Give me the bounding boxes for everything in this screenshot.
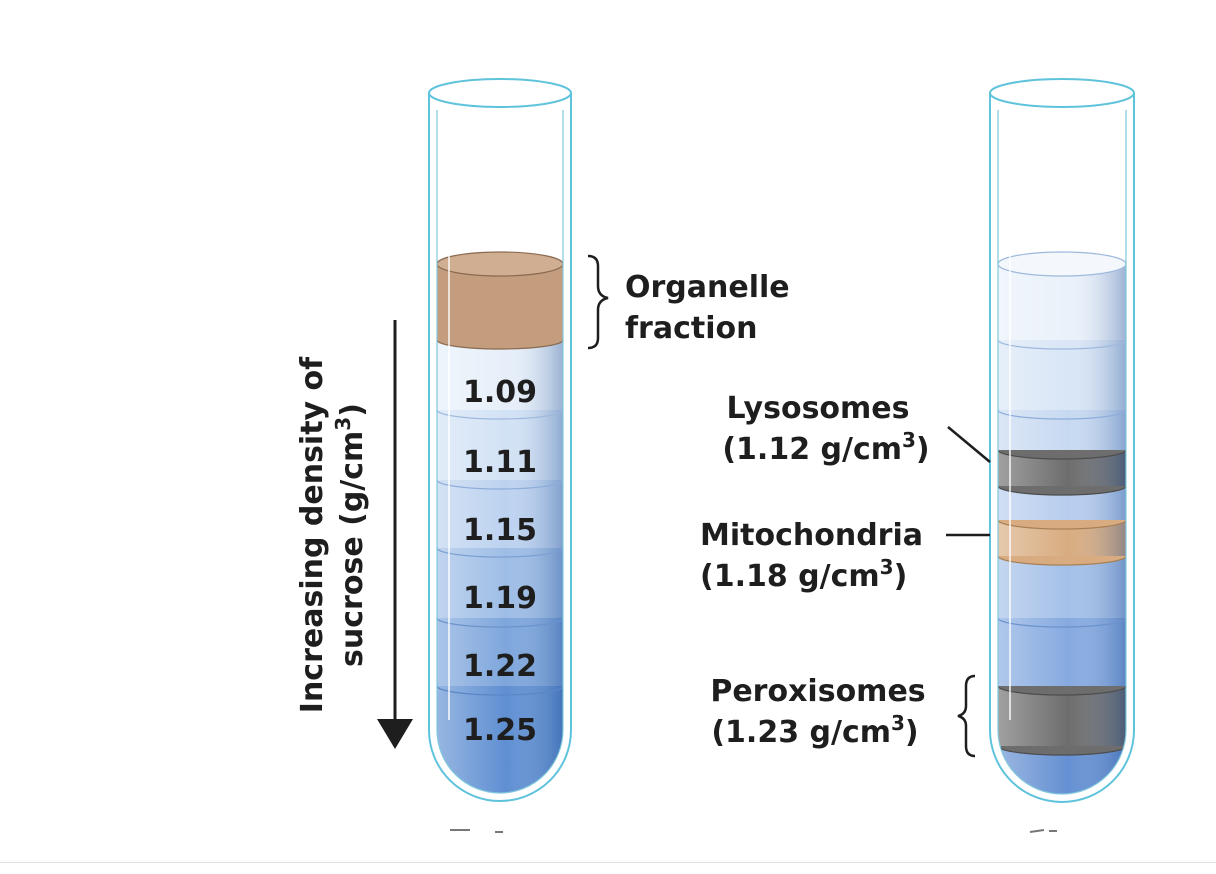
right-tube-shading (998, 264, 1126, 794)
peroxisomes-density-exponent: 3 (891, 711, 905, 735)
peroxisomes-density-text: (1.23 g/cm (711, 715, 891, 750)
lysosomes-label: Lysosomes (726, 391, 909, 426)
axis-label-exponent: 3 (331, 417, 355, 431)
mitochondria-density-suffix: ) (894, 559, 908, 594)
peroxisomes-bracket (957, 674, 976, 758)
layer-boundary (437, 479, 563, 490)
tube-outer-wall (428, 93, 572, 802)
peroxisomes-density-suffix: ) (905, 715, 919, 750)
mitochondria-label: Mitochondria (700, 518, 923, 553)
axis-label-line2-text: sucrose (g/cm (335, 431, 370, 667)
mitochondria-density: (1.18 g/cm3) (700, 555, 907, 594)
peroxisomes-density: (1.23 g/cm3) (711, 711, 918, 750)
layer-boundary (437, 409, 563, 420)
lysosomes-density-suffix: ) (916, 432, 930, 467)
tube-inner-wall (436, 110, 564, 794)
lysosomes-density-text: (1.12 g/cm (722, 432, 902, 467)
organelle-fraction-bottom (437, 339, 563, 350)
mitochondria-band-edge (998, 519, 1126, 530)
density-label-4: 1.19 (463, 581, 537, 616)
tube-rim (428, 78, 572, 108)
right-liquid-top (998, 251, 1126, 277)
tube-outer-wall (989, 93, 1135, 803)
left-tube-contents (437, 251, 563, 793)
axis-label-line1: Increasing density of (295, 356, 330, 713)
left-tube: 1.09 1.11 1.15 1.19 1.22 1.25 (428, 78, 572, 802)
mitochondria-density-exponent: 3 (880, 555, 894, 579)
density-label-2: 1.11 (463, 445, 537, 480)
cropped-caption-fragment (450, 829, 503, 833)
right-tube (989, 78, 1135, 803)
density-label-1: 1.09 (463, 375, 537, 410)
layer-boundary (998, 409, 1126, 420)
organelle-fraction-label-line2: fraction (625, 311, 757, 346)
organelle-fraction-top (437, 251, 563, 277)
cropped-caption-fragment (1029, 829, 1057, 833)
density-label-3: 1.15 (463, 513, 537, 548)
mitochondria-band-edge (998, 555, 1126, 566)
lysosomes-density-exponent: 3 (902, 428, 916, 452)
lysosomes-density: (1.12 g/cm3) (722, 428, 929, 467)
layer-boundary (437, 547, 563, 558)
axis-label-line2: sucrose (g/cm3) (331, 403, 370, 667)
layer-boundary (437, 617, 563, 628)
bottom-divider (0, 862, 1216, 863)
layer-boundary (998, 339, 1126, 350)
lysosomes-leader-line (947, 426, 991, 463)
layer-boundary (437, 685, 563, 696)
axis-label: Increasing density of sucrose (g/cm3) (295, 356, 370, 713)
lysosomes-band-edge (998, 449, 1126, 460)
mitochondria-density-text: (1.18 g/cm (700, 559, 880, 594)
layer-boundary (998, 617, 1126, 628)
density-label-5: 1.22 (463, 649, 537, 684)
axis-label-line2-suffix: ) (335, 403, 370, 417)
tube-inner-wall (997, 110, 1127, 795)
organelle-fraction-bracket (587, 254, 609, 350)
lysosomes-band-edge (998, 485, 1126, 496)
tube-shading (437, 330, 563, 793)
density-label-6: 1.25 (463, 713, 537, 748)
organelle-fraction-label-line1: Organelle (625, 270, 790, 305)
peroxisomes-band-edge (998, 745, 1126, 756)
right-tube-contents (998, 251, 1126, 794)
tube-rim (989, 78, 1135, 108)
peroxisomes-band-edge (998, 685, 1126, 696)
peroxisomes-label: Peroxisomes (710, 674, 925, 709)
organelle-fraction-band (437, 264, 563, 340)
